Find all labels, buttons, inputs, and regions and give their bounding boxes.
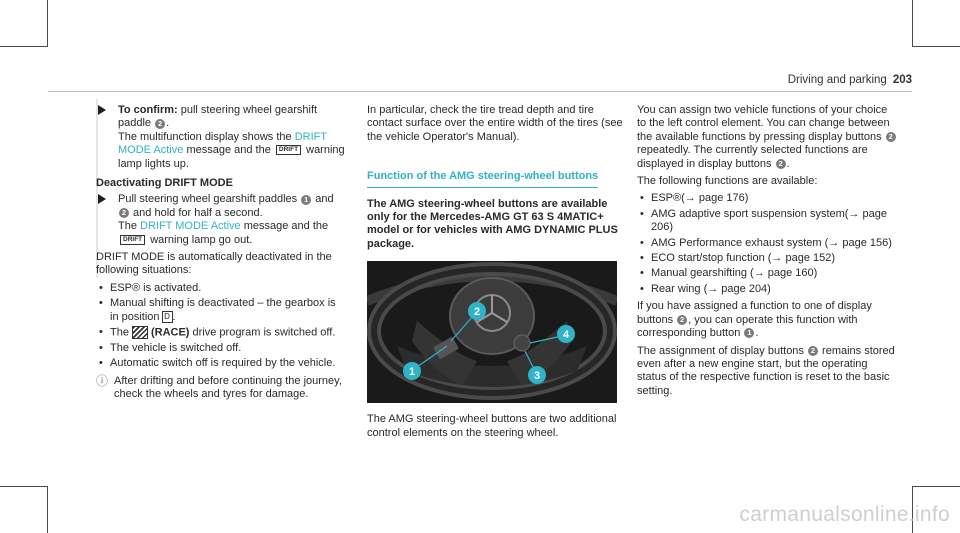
drift-message: DRIFT MODE Active (118, 130, 327, 157)
callout-2-icon: 2 (885, 131, 896, 142)
deactivation-list: ESP® is activated. Manual shifting is de… (96, 282, 346, 371)
list-item: ECO start/stop function (→ page 152) (637, 252, 899, 266)
list-item-text: Manual shifting is deactivated – the gea… (110, 297, 336, 323)
paragraph: The assignment of display buttons 2 rema… (637, 345, 899, 399)
para-text: You can assign two vehicle functions of … (637, 104, 890, 143)
callout-4: 4 (563, 329, 570, 341)
crop-mark (0, 46, 48, 47)
functions-list: ESP®(→ page 176) AMG adaptive sport susp… (637, 192, 899, 296)
callout-1-icon: 1 (301, 194, 312, 205)
info-icon: ⓘ (96, 373, 109, 388)
crop-mark (912, 486, 960, 487)
step-arrow-icon (98, 105, 106, 115)
step-text: . (166, 117, 170, 130)
list-item: AMG adaptive sport suspension system(→ p… (637, 208, 899, 235)
race-flag-icon (131, 326, 148, 340)
section-title: Driving and parking (787, 74, 887, 86)
para-text: repeatedly. The currently selected funct… (637, 144, 868, 170)
callout-3: 3 (534, 370, 540, 382)
list-item: Manual shifting is deactivated – the gea… (96, 297, 346, 324)
step-text: pull steering wheel gearshift paddle (118, 104, 318, 130)
callout-2-icon: 2 (155, 118, 166, 129)
para-text: , you can operate this function with cor… (637, 313, 858, 340)
crop-mark (47, 486, 48, 533)
para-text: . (755, 327, 759, 340)
crop-mark (912, 486, 913, 533)
step-text: and (312, 193, 334, 206)
crop-mark (912, 0, 913, 47)
drift-warning-icon: DRIFT (275, 145, 302, 156)
list-item: The vehicle is switched off. (96, 342, 346, 356)
image-caption: The AMG steering-wheel buttons are two a… (367, 413, 617, 439)
list-item: Automatic switch off is required by the … (96, 357, 346, 371)
gear-d-icon: D (161, 310, 173, 323)
list-item: AMG Performance exhaust system (→ page 1… (637, 237, 899, 251)
list-item: The (RACE) drive program is switched off. (96, 326, 346, 340)
step-text: message and the (183, 144, 274, 157)
callout-2-icon: 2 (119, 207, 129, 218)
callout-1: 1 (409, 366, 415, 378)
availability-note: The AMG steering-wheel buttons are avail… (367, 197, 618, 250)
callout-2-icon: 2 (775, 158, 786, 169)
page-header: Driving and parking 203 (788, 74, 912, 86)
list-item: ESP®(→ page 176) (637, 192, 899, 206)
step-text: The multifunction display shows the (118, 130, 295, 143)
callout-2: 2 (474, 306, 480, 318)
note-text: After drifting and before continuing the… (114, 374, 342, 401)
margin-bar (96, 99, 98, 277)
section-heading: Function of the AMG steering-wheel butto… (367, 170, 599, 188)
crop-mark (0, 486, 48, 487)
para-text: remains stored even after a new engine s… (637, 344, 895, 397)
para-text: . (786, 157, 790, 170)
paragraph: You can assign two vehicle functions of … (637, 104, 899, 171)
step-text: The (118, 220, 141, 233)
list-item-text: drive program is switched off. (189, 326, 336, 339)
column-3: You can assign two vehicle functions of … (637, 104, 899, 402)
steering-wheel-illustration: 1 2 3 4 (367, 261, 617, 404)
paragraph: The following functions are available: (637, 175, 818, 188)
step-text: warning lamp go out. (147, 233, 253, 246)
page-number: 203 (892, 74, 912, 86)
paragraph: If you have assigned a function to one o… (637, 300, 899, 340)
step-confirm: To confirm: pull steering wheel gearshif… (96, 104, 346, 171)
race-label: (RACE) (150, 326, 190, 339)
paragraph: In particular, check the tire tread dept… (367, 104, 623, 143)
list-item: Manual gearshifting (→ page 160) (637, 267, 899, 281)
list-item-text: . (172, 310, 176, 323)
list-item-text: The (110, 326, 129, 339)
callout-2-icon: 2 (677, 314, 688, 325)
step-lead: To confirm: (118, 104, 178, 116)
step-text: message and the (240, 220, 329, 233)
steering-wheel-image: 1 2 3 4 (367, 261, 617, 404)
list-item: Rear wing (→ page 204) (637, 283, 899, 297)
subheading: Deactivating DRIFT MODE (96, 177, 233, 190)
column-1: To confirm: pull steering wheel gearshif… (96, 104, 346, 402)
step-text: and hold for half a second. (130, 206, 263, 219)
callout-1-icon: 1 (744, 328, 755, 339)
watermark: carmanualsonline.info (739, 503, 950, 526)
intro-text: DRIFT MODE is automatically deactivated … (96, 251, 332, 277)
callout-2-icon: 2 (807, 345, 818, 356)
step-deactivate: Pull steering wheel gearshift paddles 1 … (96, 193, 346, 247)
crop-mark (912, 46, 960, 47)
header-rule (48, 91, 912, 92)
step-text: Pull steering wheel gearshift paddles (118, 193, 301, 206)
drift-warning-icon: DRIFT (120, 234, 146, 245)
step-text: warning lamp lights up. (118, 144, 345, 170)
note: ⓘ After drifting and before continuing t… (96, 373, 346, 402)
crop-mark (47, 0, 48, 47)
step-arrow-icon (98, 194, 106, 205)
column-2: In particular, check the tire tread dept… (367, 104, 625, 444)
list-item: ESP® is activated. (96, 282, 346, 296)
drift-message: DRIFT MODE Active (140, 220, 241, 233)
para-text: The assignment of display buttons (637, 344, 807, 357)
para-text: If you have assigned a function to one o… (637, 300, 872, 326)
